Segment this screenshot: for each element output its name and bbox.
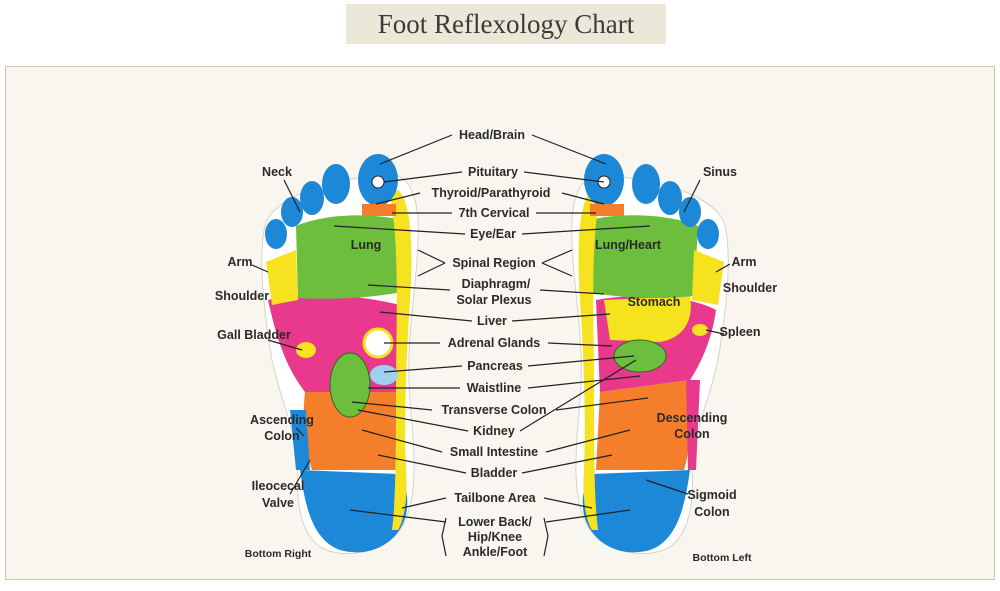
label-pancreas: Pancreas [467,359,523,373]
label-7th-cervical: 7th Cervical [459,206,530,220]
right-toe-4 [281,197,303,227]
right-spine-zone [390,190,412,530]
label-valve: Valve [262,496,294,510]
label-spleen: Spleen [720,325,761,339]
label-thyroid: Thyroid/Parathyroid [432,186,551,200]
left-side-labels: Neck Arm Shoulder Gall Bladder Ascending… [215,165,314,560]
right-gall-bladder [296,342,316,358]
right-pancreas-zone [370,365,398,385]
left-toe-4 [679,197,701,227]
label-bottom-left: Bottom Left [693,552,752,564]
left-thyroid-zone [590,204,624,216]
label-descending-colon: Colon [674,427,709,441]
label-spinal-region: Spinal Region [452,256,535,270]
left-toe-5 [697,219,719,249]
label-bladder: Bladder [471,466,518,480]
label-ascending-colon: Colon [264,429,299,443]
label-pituitary: Pituitary [468,165,518,179]
right-foot [261,154,419,555]
label-lung: Lung [351,238,382,252]
label-ascending: Ascending [250,413,314,427]
label-ileocecal: Ileocecal [252,479,305,493]
label-gall-bladder: Gall Bladder [217,328,291,342]
label-descending: Descending [657,411,728,425]
right-toe-2 [322,164,350,204]
left-pink-lower [686,380,700,470]
left-foot [571,154,729,555]
left-toe-2 [632,164,660,204]
label-sigmoid: Sigmoid [687,488,736,502]
right-lung-zone [296,215,402,299]
title-band: Foot Reflexology Chart [346,4,666,44]
right-thyroid-zone [362,204,396,216]
left-lung-zone [588,215,698,299]
right-pituitary-point [371,175,385,189]
leader-lines [251,134,731,557]
label-sinus: Sinus [703,165,737,179]
right-shoulder-zone [266,250,298,305]
label-kidney: Kidney [473,424,515,438]
label-shoulder-right: Shoulder [215,289,269,303]
inside-labels: Lung Lung/Heart Stomach Descending Colon [351,238,728,441]
left-pancreas-zone [613,339,667,373]
right-side-labels: Sinus Arm Shoulder Spleen Sigmoid Colon … [687,165,777,564]
label-bottom-right: Bottom Right [245,548,312,560]
label-liver: Liver [477,314,507,328]
chart-title: Foot Reflexology Chart [377,9,635,39]
label-ankle-foot: Ankle/Foot [463,545,528,559]
label-sigmoid-colon: Colon [694,505,729,519]
label-eye-ear: Eye/Ear [470,227,516,241]
left-stomach-zone [604,296,691,342]
left-toe-3 [658,181,682,215]
left-heel-zone [582,470,690,553]
right-toe-5 [265,219,287,249]
label-hip-knee: Hip/Knee [468,530,522,544]
label-diaphragm: Diaphragm/ [462,277,531,291]
left-shoulder-zone [692,250,724,305]
label-shoulder-left: Shoulder [723,281,777,295]
center-labels: Head/Brain Pituitary Thyroid/Parathyroid… [432,128,551,559]
label-head-brain: Head/Brain [459,128,525,142]
label-arm-right: Arm [227,255,252,269]
chart-frame [5,66,995,580]
left-spleen-zone [692,324,708,336]
right-ascending-colon [290,410,310,470]
left-descending-colon-zone [596,380,691,470]
label-transverse-colon: Transverse Colon [442,403,547,417]
label-adrenal-glands: Adrenal Glands [448,336,540,350]
label-solar-plexus: Solar Plexus [456,293,531,307]
label-small-intestine: Small Intestine [450,445,538,459]
label-stomach: Stomach [628,295,681,309]
label-neck: Neck [262,165,292,179]
label-arm-left: Arm [731,255,756,269]
right-intestine-zone [303,392,398,470]
label-lower-back: Lower Back/ [458,515,532,529]
label-lung-heart: Lung/Heart [595,238,662,252]
label-tailbone-area: Tailbone Area [454,491,536,505]
right-kidney-zone [329,352,371,418]
label-waistline: Waistline [467,381,521,395]
right-toe-3 [300,181,324,215]
right-heel-zone [300,470,408,553]
